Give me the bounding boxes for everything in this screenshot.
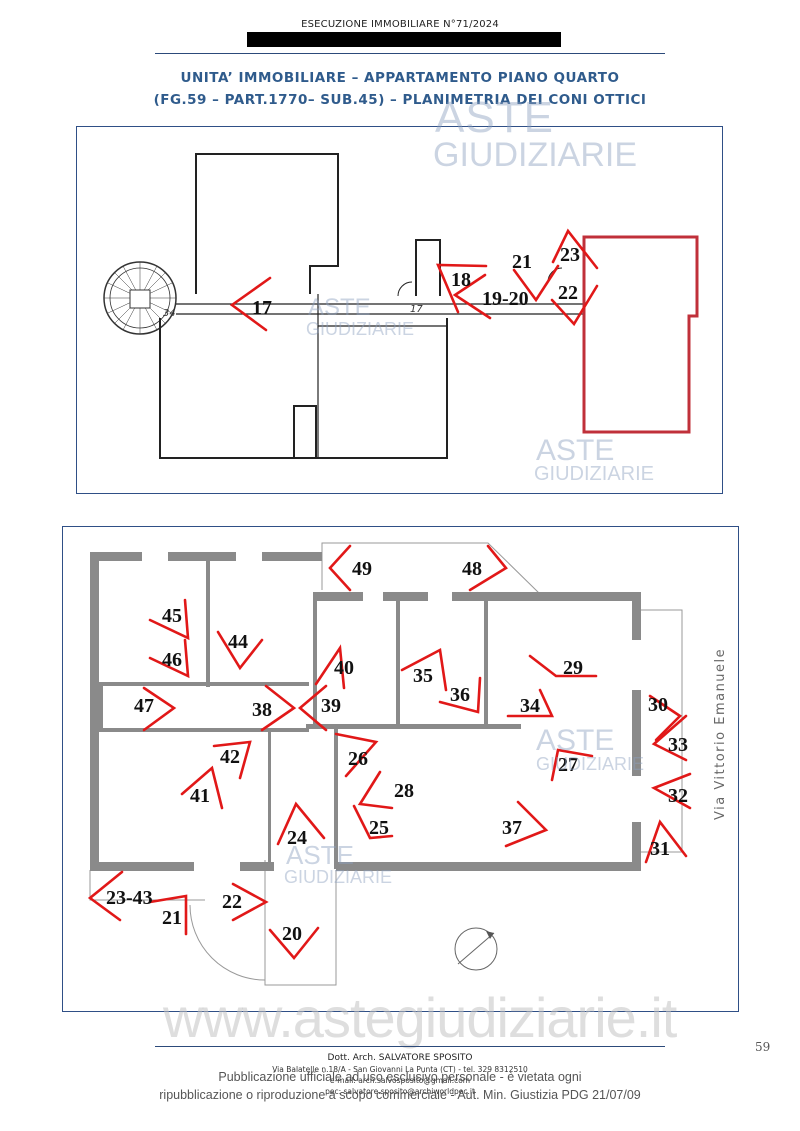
cone-label-38: 38 (252, 699, 272, 721)
room-number-34: 34 (163, 308, 176, 319)
bottom-plan-walls (90, 552, 641, 871)
watermark-giudiziarie-3: GIUDIZIARIE (534, 463, 655, 485)
cone-label-19-20: 19-20 (482, 288, 529, 310)
watermark-giudiziarie-4: GIUDIZIARIE (536, 754, 645, 774)
cone-label-28: 28 (394, 780, 414, 802)
footer-pec: pec: salvatore.sposito@archiworldpec.it (325, 1087, 475, 1096)
spiral-staircase (103, 261, 177, 335)
page-title-line1: UNITA’ IMMOBILIARE – APPARTAMENTO PIANO … (180, 70, 620, 86)
cone-label-27: 27 (558, 754, 578, 776)
top-cones (229, 228, 599, 332)
footer-email: e-mail: arch.salvosposito@gmail.com (329, 1076, 471, 1085)
cone-label-47: 47 (134, 695, 154, 717)
footer-rule (155, 1046, 665, 1047)
cone-label-37: 37 (502, 817, 522, 839)
watermark-aste-1: ASTE (435, 93, 554, 142)
cone-label-26: 26 (348, 748, 368, 770)
balconies (89, 542, 683, 986)
cone-label-22-bottom: 22 (222, 891, 242, 913)
footer-notice-line2: ripubblicazione o riproduzione a scopo c… (159, 1088, 641, 1102)
cone-label-31: 31 (650, 838, 670, 860)
cone-label-41: 41 (190, 785, 210, 807)
cone-label-45: 45 (162, 605, 182, 627)
cone-label-48: 48 (462, 558, 482, 580)
cone-label-20: 20 (282, 923, 302, 945)
watermark-site: www.astegiudiziarie.it (163, 986, 677, 1049)
cone-label-39: 39 (321, 695, 341, 717)
street-name: Via Vittorio Emanuele (713, 648, 728, 820)
cone-label-34: 34 (520, 695, 540, 717)
watermark-giudiziarie-5: GIUDIZIARIE (284, 867, 393, 887)
page-title-line2: (FG.59 – PART.1770– SUB.45) – PLANIMETRI… (153, 92, 647, 108)
header-rule (155, 53, 665, 54)
cone-label-49: 49 (352, 558, 372, 580)
bottom-cones (87, 544, 692, 961)
page-number: 59 (755, 1040, 771, 1054)
cone-label-29: 29 (563, 657, 583, 679)
compass-icon (454, 927, 498, 971)
footer-author: Dott. Arch. SALVATORE SPOSITO (327, 1053, 473, 1063)
cone-label-18: 18 (451, 269, 471, 291)
cone-label-44: 44 (228, 631, 248, 653)
execution-header: ESECUZIONE IMMOBILIARE N°71/2024 (301, 19, 499, 30)
footer-address: Via Balatelle n.18/A - San Giovanni La P… (272, 1065, 528, 1074)
watermark-aste-3: ASTE (536, 434, 615, 467)
cone-label-32: 32 (668, 785, 688, 807)
watermark-giudiziarie-1: GIUDIZIARIE (433, 136, 638, 174)
cone-label-21-bottom: 21 (162, 907, 182, 929)
cone-label-42: 42 (220, 746, 240, 768)
cone-label-24: 24 (287, 827, 307, 849)
footer-notice-line1: Pubblicazione ufficiale ad uso esclusivo… (218, 1070, 582, 1084)
unit-outline (582, 235, 699, 434)
cone-label-40: 40 (334, 657, 354, 679)
room-number-17: 17 (410, 304, 423, 315)
watermark-aste-5: ASTE (286, 840, 354, 870)
watermark-giudiziarie-2: GIUDIZIARIE (306, 319, 415, 339)
cone-label-33: 33 (668, 734, 688, 756)
bottom-plan-frame (62, 526, 739, 1012)
cone-label-22: 22 (558, 282, 578, 304)
watermark-aste-4: ASTE (536, 724, 615, 757)
cone-label-36: 36 (450, 684, 470, 706)
watermark-aste-2: ASTE (308, 294, 371, 321)
cone-label-23-43: 23-43 (106, 887, 153, 909)
cone-label-46: 46 (162, 649, 182, 671)
cone-label-23: 23 (560, 244, 580, 266)
top-plan-frame (76, 126, 723, 494)
cone-label-35: 35 (413, 665, 433, 687)
cone-label-17: 17 (252, 297, 272, 319)
cone-label-25: 25 (369, 817, 389, 839)
redacted-bar (247, 32, 561, 47)
cone-label-21: 21 (512, 251, 532, 273)
cone-label-30: 30 (648, 694, 668, 716)
